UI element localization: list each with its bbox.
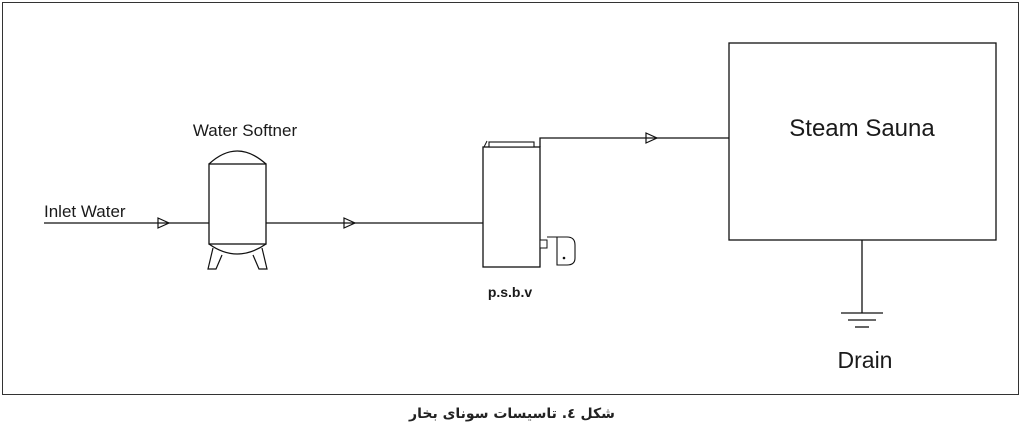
- flow-arrow-icon: [157, 217, 171, 229]
- steam-sauna-room: [728, 42, 997, 241]
- steam-generator-icon: [482, 140, 576, 268]
- generator-to-sauna-pipe: [539, 137, 729, 147]
- steam-sauna-label: Steam Sauna: [789, 115, 935, 142]
- flow-arrow-icon: [645, 132, 659, 144]
- flow-arrow-icon: [343, 217, 357, 229]
- water-softener-label: Water Softner: [193, 121, 298, 140]
- valve-label: p.s.b.v: [488, 284, 533, 300]
- ground-drain-icon: [841, 312, 883, 328]
- diagram-frame: [2, 2, 1019, 395]
- water-softener-tank-icon: [207, 150, 268, 270]
- drain-label: Drain: [838, 347, 893, 373]
- figure-caption: شکل ٤. تاسیسات سونای بخار: [409, 406, 615, 422]
- inlet-water-label: Inlet Water: [44, 202, 126, 221]
